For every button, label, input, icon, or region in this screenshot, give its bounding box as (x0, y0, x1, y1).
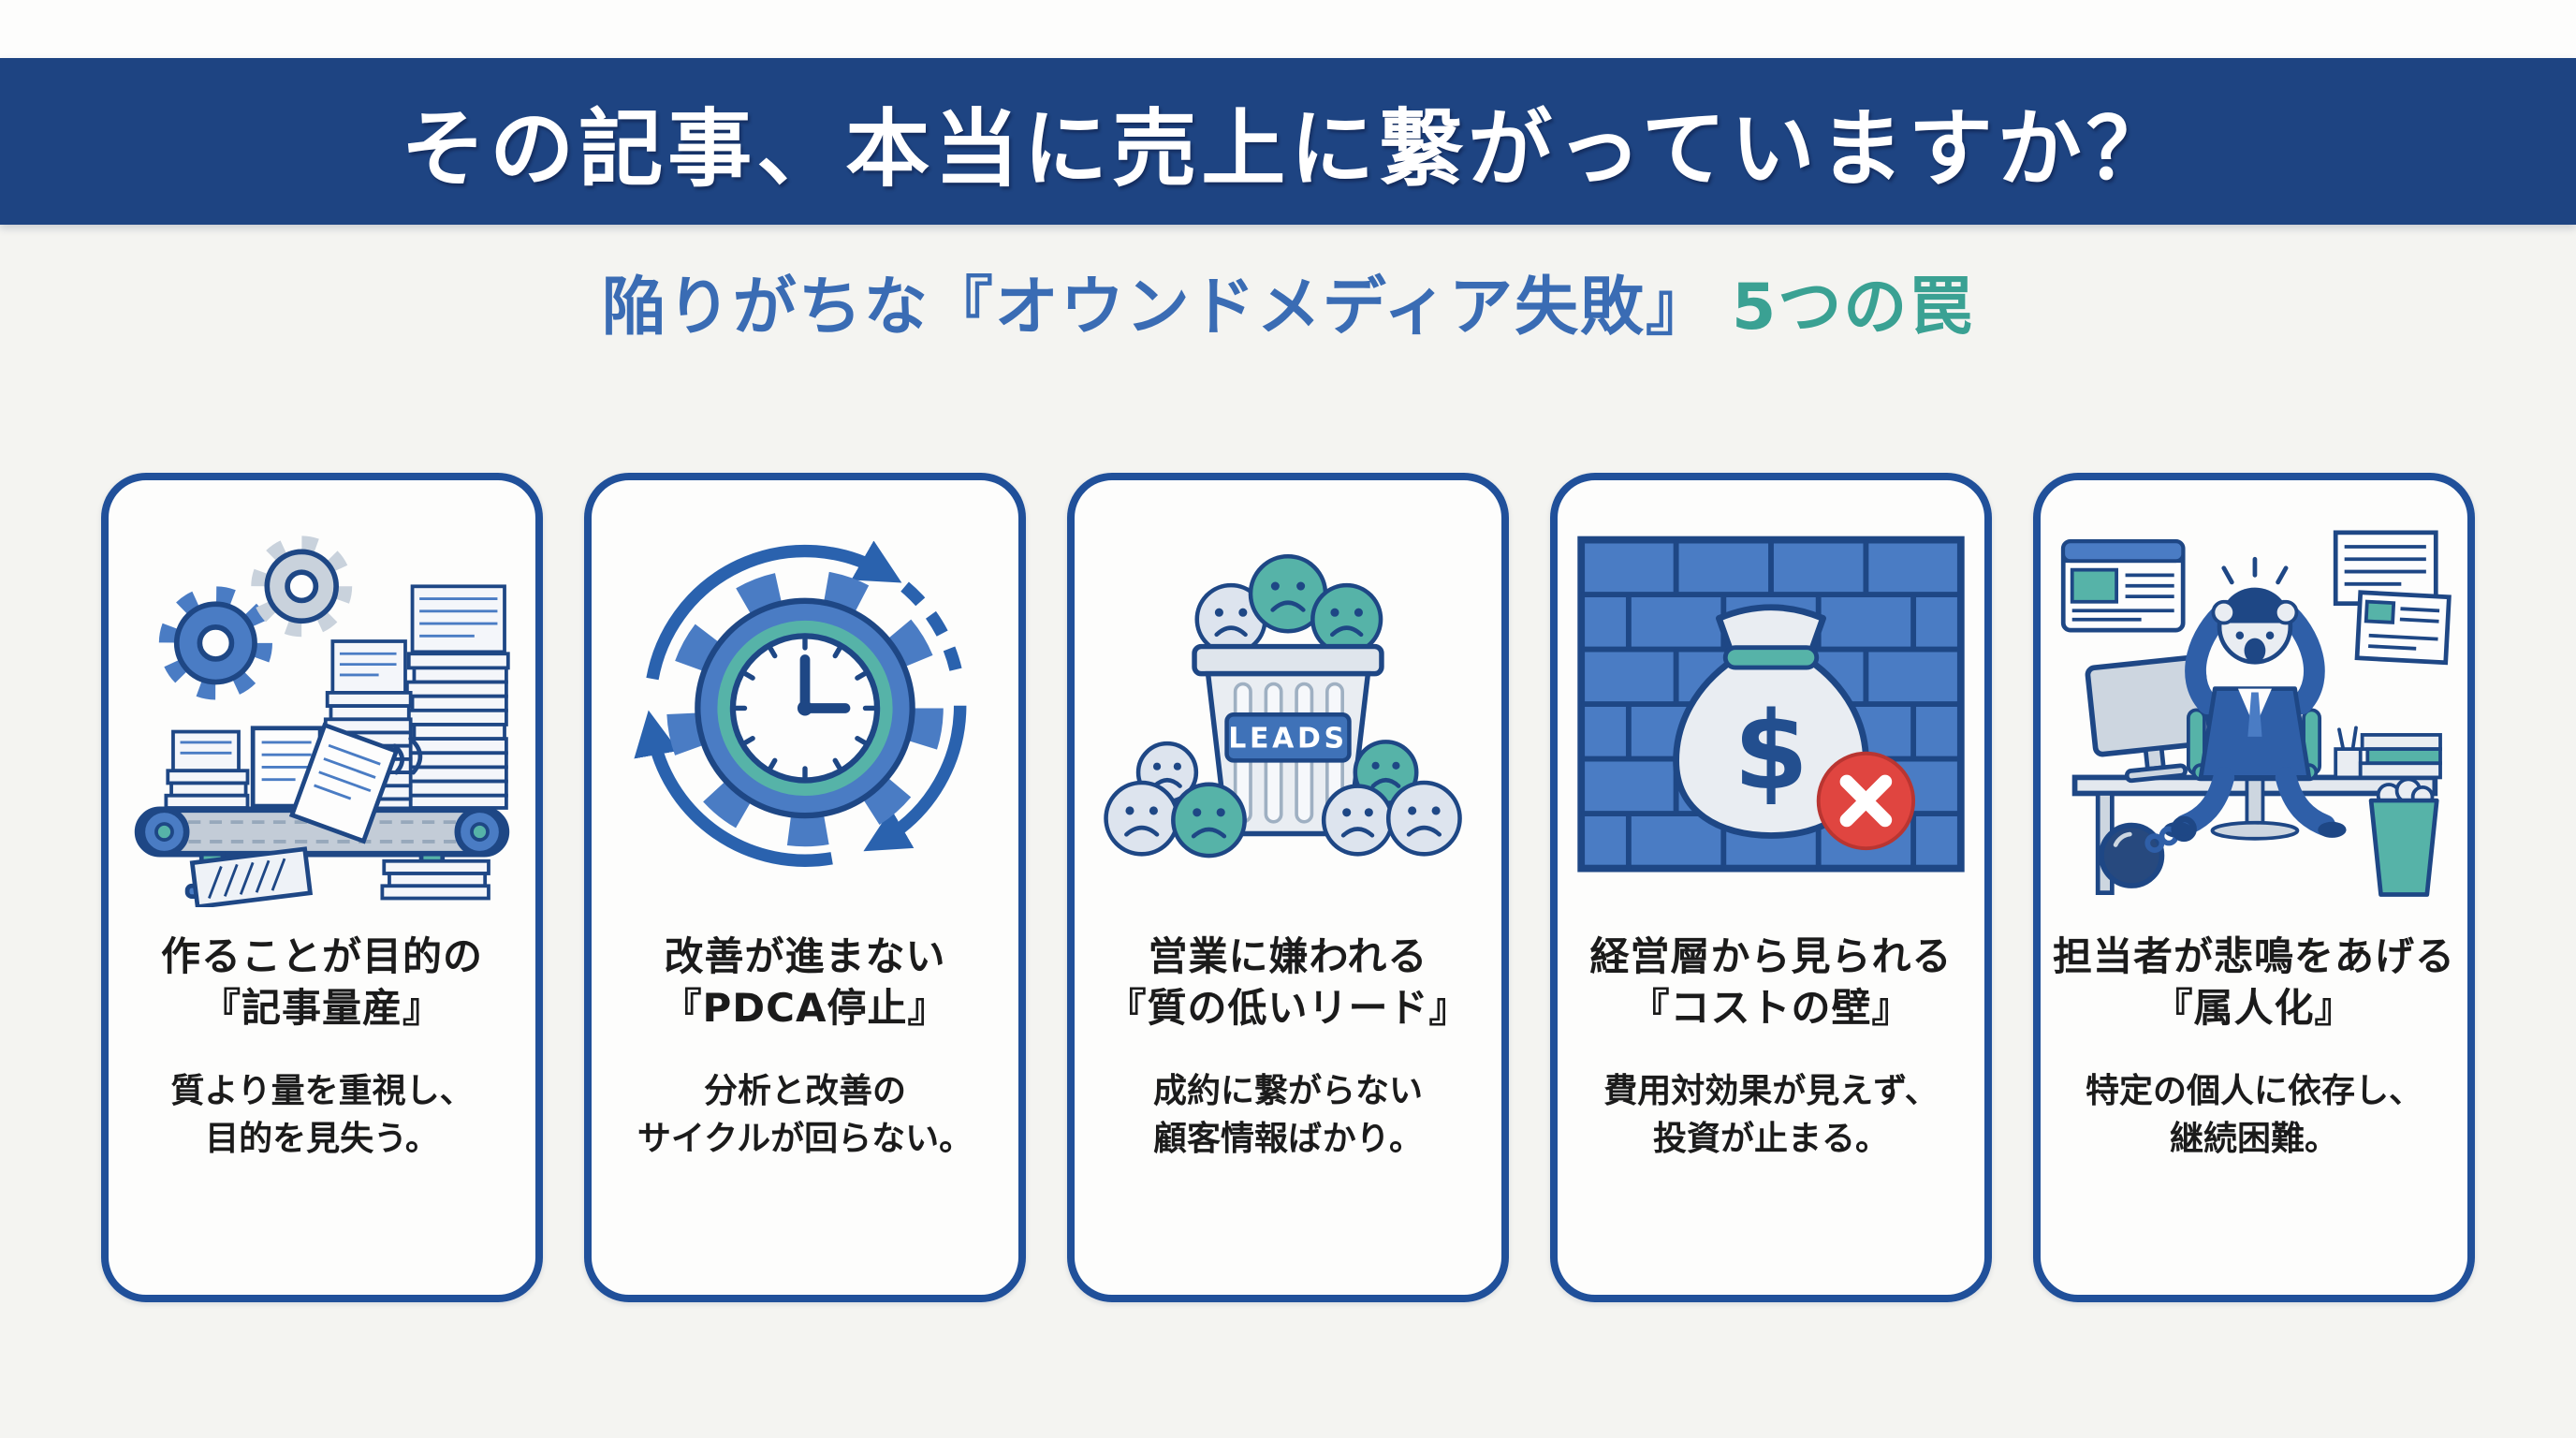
icon-area: $ (1558, 480, 1984, 928)
conveyor-mass-production-icon (134, 536, 510, 907)
trash-basket: LEADS (1192, 643, 1384, 837)
card-mass-production: 作ることが目的の 『記事量産』 質より量を重視し、 目的を見失う。 (101, 473, 543, 1302)
clock-ticks (733, 637, 877, 780)
card-title-line1: 作ることが目的の (160, 933, 483, 979)
leads-label: LEADS (1228, 723, 1347, 756)
subtitle: 陥りがちな『オウンドメディア失敗』 5つの罠 (0, 255, 2576, 347)
card-desc-line2: 目的を見失う。 (205, 1120, 439, 1159)
card-desc-line1: 分析と改善の (703, 1072, 906, 1111)
paper-stack-tall (404, 584, 510, 810)
money-bag: $ (1673, 604, 1869, 839)
card-cost-wall: $ 経営層から見られる 『コストの壁』 費用対効果が見えず、 投資が止まる。 (1550, 473, 1992, 1302)
icon-area (109, 480, 535, 928)
card-title-line2: 『記事量産』 (200, 984, 443, 1031)
card-title-line2: 『質の低いリード』 (1106, 984, 1470, 1031)
card-description: 分析と改善の サイクルが回らない。 (637, 1067, 973, 1163)
dollar-sign: $ (1734, 689, 1808, 814)
cards-row: 作ることが目的の 『記事量産』 質より量を重視し、 目的を見失う。 (0, 473, 2576, 1302)
sad-faces-top (1194, 553, 1383, 656)
gear-blue (158, 586, 272, 700)
card-desc-line1: 費用対効果が見えず、 (1603, 1072, 1939, 1111)
card-pdca-stopped: 改善が進まない 『PDCA停止』 分析と改善の サイクルが回らない。 (584, 473, 1026, 1302)
gear-gray (251, 536, 353, 638)
card-low-quality-leads: LEADS 営業に嫌われる 『質の低いリード』 成約 (1067, 473, 1509, 1302)
icon-area: LEADS (1075, 480, 1501, 928)
page-title: その記事、本当に売上に繋がっていますか？ (401, 100, 2175, 198)
browser-window (2060, 538, 2186, 632)
stressed-worker-ball-chain-icon (2060, 529, 2452, 897)
card-title-line1: 経営層から見られる (1589, 933, 1953, 979)
card-title-line2: 『コストの壁』 (1630, 984, 1912, 1031)
card-desc-line2: 投資が止まる。 (1652, 1120, 1889, 1159)
conveyor-belt (134, 806, 510, 900)
card-title: 営業に嫌われる 『質の低いリード』 (1106, 932, 1469, 1034)
ball-and-chain (2099, 815, 2197, 888)
card-description: 質より量を重視し、 目的を見失う。 (170, 1067, 473, 1163)
card-title-line2: 『PDCA停止』 (662, 984, 948, 1031)
falling-paper (288, 722, 400, 844)
card-description: 費用対効果が見えず、 投資が止まる。 (1603, 1067, 1938, 1163)
leads-label-plate (1224, 712, 1352, 763)
top-strip (0, 0, 2576, 58)
card-desc-line2: 顧客情報ばかり。 (1152, 1120, 1423, 1159)
clock-hands (797, 654, 851, 716)
card-title: 改善が進まない 『PDCA停止』 (663, 932, 948, 1034)
book-stack (2358, 732, 2442, 779)
trash-bin (2368, 776, 2439, 897)
card-title: 経営層から見られる 『コストの壁』 (1589, 932, 1952, 1034)
header-banner: その記事、本当に売上に繋がっていますか？ (0, 58, 2576, 225)
icon-area (2041, 480, 2467, 928)
error-x-badge (1816, 751, 1916, 851)
card-desc-line1: 質より量を重視し、 (170, 1072, 474, 1111)
card-title: 作ることが目的の 『記事量産』 (161, 932, 483, 1034)
icon-area (592, 480, 1018, 928)
sad-faces-right (1321, 740, 1462, 857)
card-desc-line1: 成約に繋がらない (1152, 1072, 1423, 1111)
card-title-line1: 改善が進まない (664, 933, 946, 979)
pen-cup (2334, 725, 2363, 779)
low-quality-leads-trash-icon: LEADS (1104, 553, 1462, 858)
cost-wall-money-bag-icon: $ (1577, 536, 1965, 873)
pdca-stopped-gear-clock-icon (634, 540, 967, 867)
paper-stack-small (164, 729, 250, 810)
card-title-line2: 『属人化』 (2153, 984, 2355, 1031)
sad-faces-left (1104, 741, 1247, 858)
card-desc-line2: サイクルが回らない。 (637, 1120, 973, 1159)
card-title-line1: 担当者が悲鳴をあげる (2052, 933, 2455, 979)
ground-sheet (189, 846, 314, 907)
card-description: 特定の個人に依存し、 継続困難。 (2086, 1067, 2422, 1163)
card-desc-line2: 継続困難。 (2169, 1120, 2338, 1159)
card-description: 成約に繋がらない 顧客情報ばかり。 (1153, 1067, 1423, 1163)
monitor (2085, 653, 2214, 783)
ground-stack (380, 858, 490, 901)
card-title-line1: 営業に嫌われる (1148, 933, 1428, 979)
floating-documents (2333, 529, 2452, 665)
card-desc-line1: 特定の個人に依存し、 (2085, 1072, 2422, 1111)
card-overdependence: 担当者が悲鳴をあげる 『属人化』 特定の個人に依存し、 継続困難。 (2033, 473, 2475, 1302)
subtitle-main-text: 陥りがちな『オウンドメディア失敗』 (601, 271, 1711, 345)
subtitle-accent-text: 5つの罠 (1731, 271, 1975, 345)
cycle-arrows (634, 540, 967, 867)
motion-marks (392, 736, 423, 775)
card-title: 担当者が悲鳴をあげる 『属人化』 (2053, 932, 2455, 1034)
